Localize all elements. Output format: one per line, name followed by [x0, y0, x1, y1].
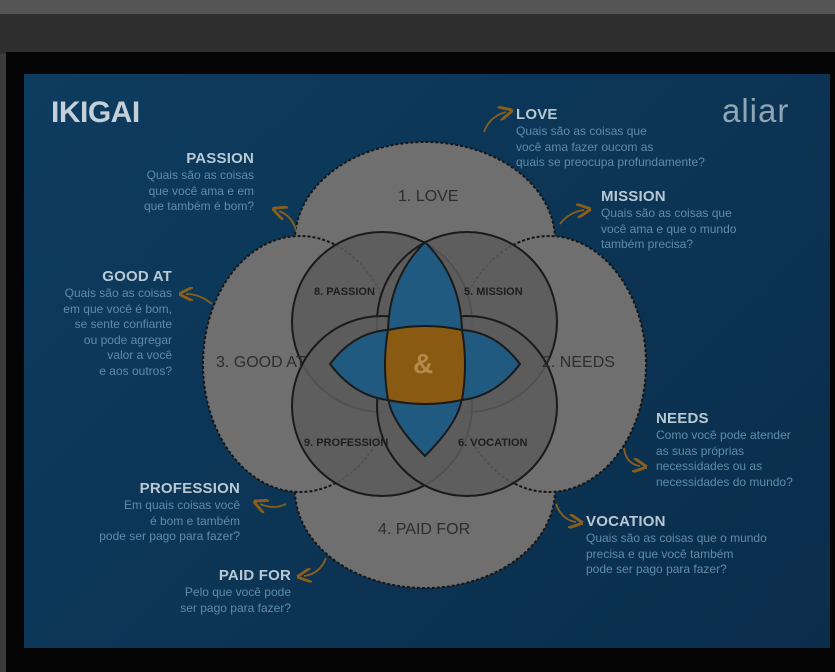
- ikigai-poster: IKIGAI aliar 1. LOVE 3. GOOD AT 2. NEEDS…: [24, 74, 830, 648]
- note-line: Pelo que você pode: [184, 585, 291, 599]
- arrow-mission: [559, 210, 584, 225]
- ikigai-diagram: [24, 74, 830, 589]
- note-line: se sente confiante: [74, 317, 172, 331]
- note-line: valor a você: [107, 348, 172, 362]
- label-good-at: 3. GOOD AT: [216, 354, 306, 371]
- label-needs: 2. NEEDS: [542, 354, 615, 371]
- label-passion: 8. PASSION: [314, 286, 375, 298]
- note-line: Em quais coisas você: [123, 498, 240, 512]
- arrow-vocation: [555, 503, 576, 522]
- note-mission-heading: MISSION: [601, 188, 666, 205]
- note-line: Quais são as coisas: [64, 286, 172, 300]
- window-top-bar: [0, 0, 835, 14]
- note-good-at-text: Quais são as coisas em que você é bom, s…: [63, 286, 172, 379]
- arrow-needs: [623, 447, 640, 466]
- label-love: 1. LOVE: [398, 188, 459, 205]
- note-line: que também é bom?: [143, 199, 254, 213]
- note-line: as suas próprias: [656, 443, 745, 458]
- arrow-passion: [279, 211, 297, 231]
- note-passion-heading: PASSION: [186, 150, 254, 167]
- arrows: [186, 112, 640, 576]
- background-shade: [0, 14, 835, 54]
- note-line: você ama e que o mundo: [601, 221, 737, 236]
- arrow-profession: [260, 504, 287, 507]
- note-line: quais se preocupa profundamente?: [516, 155, 705, 169]
- arrow-love: [483, 112, 506, 133]
- note-profession-heading: PROFESSION: [139, 480, 240, 497]
- note-line: que você ama e em: [148, 183, 254, 198]
- note-line: Quais são as coisas: [146, 168, 254, 182]
- lens-shapes: [328, 240, 522, 458]
- label-mission: 5. MISSION: [464, 286, 523, 298]
- note-passion-text: Quais são as coisas que você ama e em qu…: [144, 168, 254, 215]
- arrow-paid-for: [304, 557, 327, 576]
- note-love-heading: LOVE: [516, 106, 558, 123]
- note-profession-text: Em quais coisas você é bom e também pode…: [99, 498, 240, 545]
- note-line: Quais são as coisas que: [516, 124, 647, 138]
- note-line: pode ser pago para fazer?: [99, 529, 240, 543]
- label-paid-for: 4. PAID FOR: [378, 521, 471, 538]
- note-vocation-heading: VOCATION: [586, 513, 666, 530]
- label-profession: 9. PROFESSION: [304, 437, 389, 449]
- note-paid-for-text: Pelo que você pode ser pago para fazer?: [180, 585, 291, 616]
- note-line: você ama fazer oucom as: [516, 139, 654, 154]
- note-line: ser pago para fazer?: [180, 600, 291, 615]
- note-needs-text: Como você pode atender as suas próprias …: [656, 428, 793, 490]
- poster-title: IKIGAI: [51, 96, 140, 129]
- aliar-logo: aliar: [722, 92, 790, 129]
- note-vocation-text: Quais são as coisas que o mundo precisa …: [586, 531, 767, 578]
- center-ampersand: &: [413, 348, 434, 379]
- note-line: Quais são as coisas que: [601, 206, 732, 220]
- note-good-at-heading: GOOD AT: [102, 268, 172, 285]
- note-needs-heading: NEEDS: [656, 410, 709, 427]
- arrow-good-at: [186, 294, 213, 305]
- note-line: Como você pode atender: [656, 428, 791, 442]
- note-line: e aos outros?: [99, 363, 172, 378]
- note-paid-for-heading: PAID FOR: [218, 567, 291, 584]
- note-line: ou pode agregar: [83, 332, 172, 347]
- note-line: em que você é bom,: [63, 301, 172, 316]
- note-line: também precisa?: [601, 237, 694, 251]
- note-line: necessidades ou as: [656, 459, 763, 473]
- note-line: precisa e que você também: [586, 546, 734, 561]
- note-line: pode ser pago para fazer?: [586, 562, 727, 576]
- note-mission-text: Quais são as coisas que você ama e que o…: [601, 206, 736, 253]
- label-vocation: 6. VOCATION: [458, 437, 528, 449]
- note-line: Quais são as coisas que o mundo: [586, 531, 767, 545]
- note-line: é bom e também: [149, 513, 240, 528]
- note-line: necessidades do mundo?: [656, 474, 793, 489]
- note-love-text: Quais são as coisas que você ama fazer o…: [516, 124, 705, 171]
- center-shape: [384, 325, 466, 405]
